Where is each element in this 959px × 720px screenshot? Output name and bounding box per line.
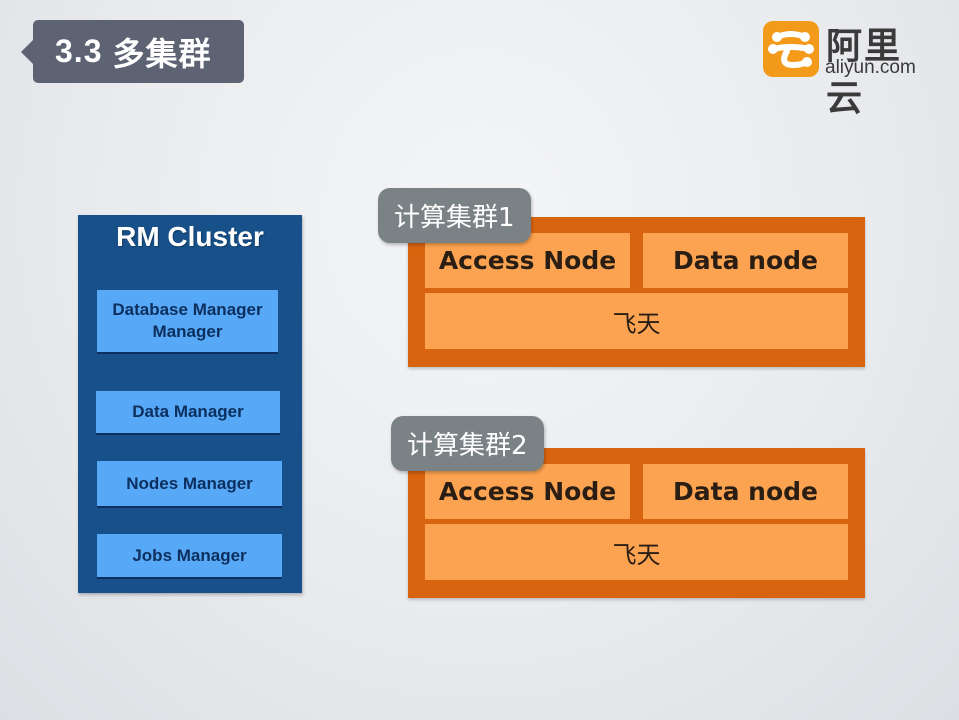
logo-domain: aliyun.com [825, 57, 916, 78]
data-manager-box: Data Manager [96, 391, 280, 433]
jobs-manager-box: Jobs Manager [97, 534, 282, 577]
access-node-box: Access Node [425, 233, 630, 288]
cluster-label-1: 计算集群1 [378, 188, 531, 243]
section-title: 多集群 [112, 34, 212, 73]
cluster-label-2: 计算集群2 [391, 416, 544, 471]
feitian-base-box: 飞天 [425, 524, 848, 580]
manager-label: Nodes Manager [126, 473, 253, 493]
manager-label-line2: Manager [152, 322, 223, 341]
section-number: 3.3 [55, 33, 103, 69]
section-title-tag: 3.3 多集群 [21, 20, 244, 83]
manager-label: Jobs Manager [132, 545, 247, 565]
aliyun-logo: 阿里云 aliyun.com [763, 21, 938, 119]
rm-cluster-box: RM Cluster Database Manager Manager Data… [78, 215, 302, 593]
logo-chinese-name: 阿里云 [826, 26, 903, 119]
nodes-manager-box: Nodes Manager [97, 461, 282, 506]
database-manager-box: Database Manager Manager [97, 290, 278, 352]
aliyun-cloud-icon [763, 21, 819, 77]
data-node-box: Data node [643, 464, 848, 519]
rm-cluster-title: RM Cluster [116, 221, 264, 252]
data-node-box: Data node [643, 233, 848, 288]
compute-cluster-2: Access Node Data node 飞天 [408, 448, 865, 598]
access-node-box: Access Node [425, 464, 630, 519]
manager-label: Data Manager [132, 402, 244, 421]
manager-label-line1: Database Manager [112, 300, 263, 319]
feitian-base-box: 飞天 [425, 293, 848, 349]
